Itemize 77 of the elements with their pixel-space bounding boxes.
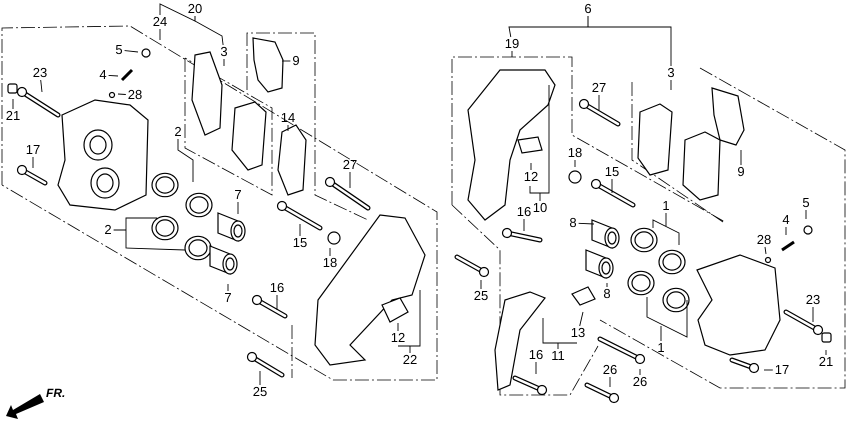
callout-number: 4 [99,68,107,82]
leader-line [530,84,550,202]
leader-line [530,162,532,170]
leader-line [108,74,118,76]
callout-number: 9 [737,165,745,179]
callout-number: 17 [774,363,790,377]
callout-number: 10 [532,201,548,215]
leader-line [542,318,578,350]
leader-line [398,290,420,354]
callout-number: 18 [322,256,338,270]
callout-number: 28 [128,88,142,102]
callout-number: 3 [667,66,675,80]
callout-number: 22 [402,353,418,367]
callout-number: 13 [570,326,586,340]
callout-number: 16 [516,205,532,219]
callout-number: 18 [568,146,582,160]
callout-number: 28 [756,233,772,247]
callout-number: 23 [806,293,820,307]
callout-number: 15 [292,236,308,250]
callout-number: 16 [270,281,284,295]
leader-line [740,150,742,166]
callout-number: 21 [818,355,834,369]
callout-number: 1 [657,341,665,355]
callout-number: 1 [662,199,670,213]
leader-line [12,98,14,110]
callout-number: 25 [474,289,488,303]
callout-number: 12 [390,331,406,345]
leader-line [40,80,42,92]
leader-line [670,80,672,90]
callout-number: 8 [603,287,611,301]
callout-number: 3 [220,45,228,59]
callout-number: 26 [602,363,618,377]
leader-line [508,16,588,38]
leader-line [578,222,594,224]
leader-line [276,294,278,310]
leader-line [812,306,814,322]
callout-number: 7 [234,188,242,202]
leader-line [598,94,600,110]
leader-line [124,50,138,52]
callout-number: 14 [280,111,296,125]
callout-number: 25 [252,385,268,399]
leader-line [652,212,680,246]
leader-line [113,218,186,250]
leader-line [764,246,766,254]
callout-number: 2 [104,223,112,237]
leader-line [579,312,584,326]
callout-number: 20 [188,2,202,16]
front-direction-label: FR. [46,386,66,400]
callout-number: 9 [292,54,300,68]
leader-line [574,160,576,168]
leader-line [282,60,291,62]
leader-line [32,156,34,168]
leader-line [646,296,688,342]
callout-number: 27 [592,81,606,95]
callout-number: 6 [584,2,592,16]
leader-line [118,94,126,95]
callout-number: 5 [802,196,810,210]
callout-number: 26 [632,375,648,389]
callout-number: 17 [26,143,40,157]
callout-number: 7 [224,291,232,305]
leader-line [160,3,196,22]
leader-line [178,138,194,182]
callout-number: 19 [504,37,520,51]
callout-number: 2 [174,125,182,139]
callout-number: 15 [604,165,620,179]
callout-number: 24 [152,15,168,29]
callout-number: 16 [528,348,544,362]
callout-number: 23 [32,66,48,80]
callout-number: 21 [6,109,20,123]
callout-number: 4 [782,213,790,227]
callout-number: 27 [342,158,358,172]
callout-number: 5 [115,43,123,57]
callout-number: 11 [551,349,565,363]
callout-number: 8 [569,216,577,230]
callout-number: 12 [524,170,538,184]
leader-line [480,280,482,290]
leader-line [606,282,608,288]
